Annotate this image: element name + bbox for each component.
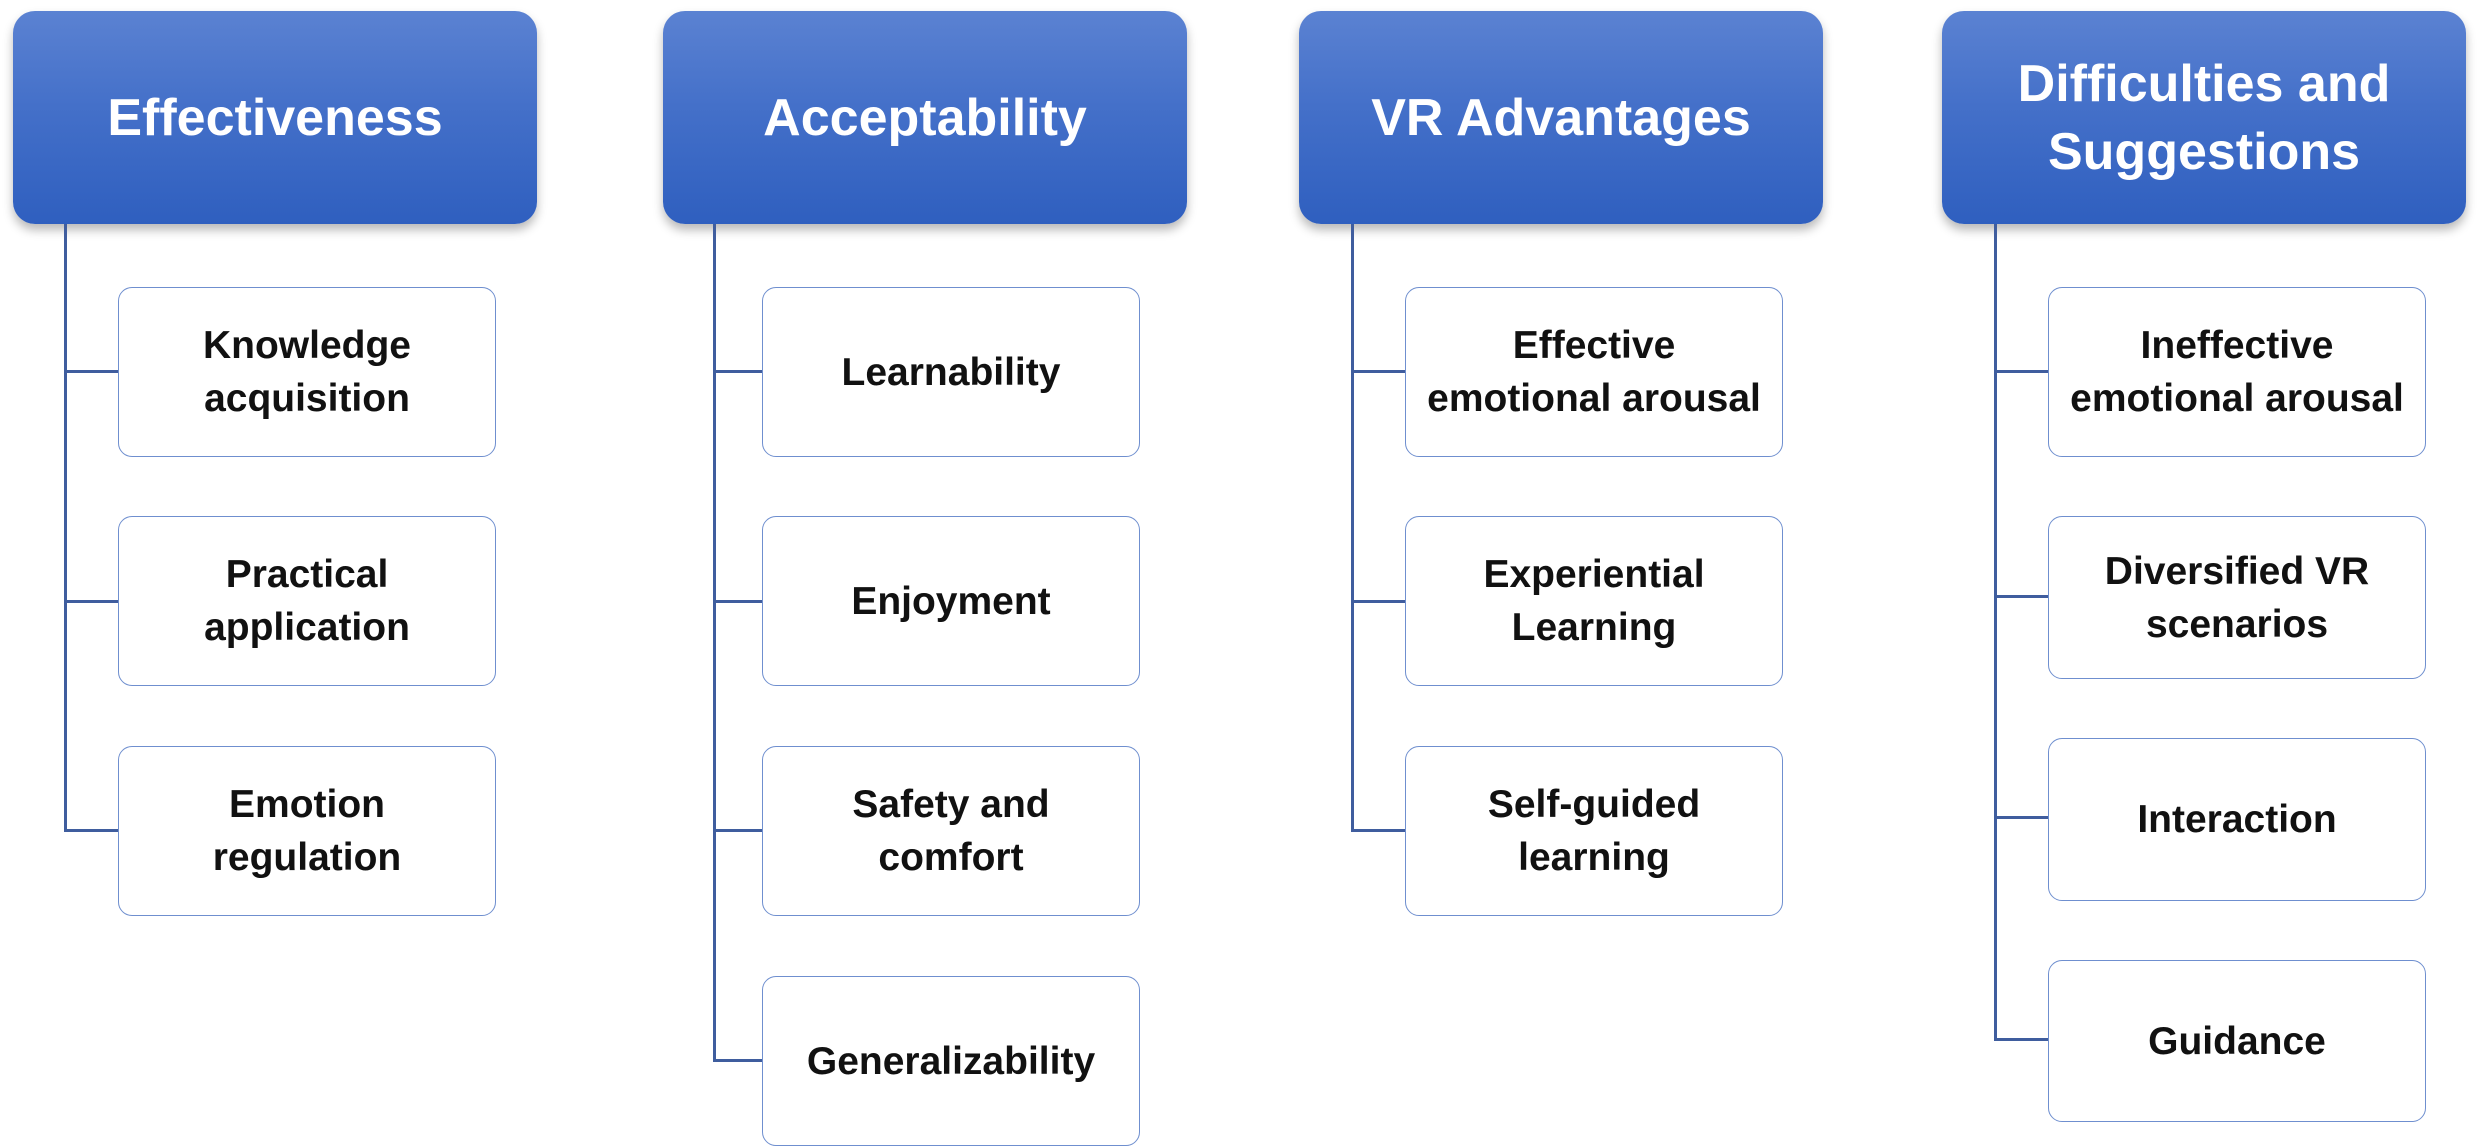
connector-trunk [1351,224,1354,830]
connector-branch [1351,600,1405,603]
connector-trunk [713,224,716,1061]
item-emotion-regulation: Emotion regulation [118,746,496,916]
item-safety-and-comfort: Safety and comfort [762,746,1140,916]
connector-branch [1351,370,1405,373]
item-ineffective-emotional-arousal: Ineffective emotional arousal [2048,287,2426,457]
connector-branch [1994,595,2048,598]
header-label: Acceptability [763,88,1087,147]
header-label: Effectiveness [107,88,443,147]
header-effectiveness: Effectiveness [13,11,537,224]
connector-branch [64,829,118,832]
item-effective-emotional-arousal: Effective emotional arousal [1405,287,1783,457]
item-guidance: Guidance [2048,960,2426,1122]
connector-branch [713,370,762,373]
header-vr-advantages: VR Advantages [1299,11,1823,224]
connector-branch [713,1059,762,1062]
connector-trunk [1994,224,1997,1041]
connector-branch [1351,829,1405,832]
item-enjoyment: Enjoyment [762,516,1140,686]
item-experiential-learning: Experiential Learning [1405,516,1783,686]
connector-branch [713,829,762,832]
item-self-guided-learning: Self-guided learning [1405,746,1783,916]
connector-trunk [64,224,67,830]
item-diversified-vr-scenarios: Diversified VR scenarios [2048,516,2426,679]
item-knowledge-acquisition: Knowledge acquisition [118,287,496,457]
header-acceptability: Acceptability [663,11,1187,224]
item-interaction: Interaction [2048,738,2426,901]
connector-branch [1994,816,2048,819]
item-learnability: Learnability [762,287,1140,457]
header-label: VR Advantages [1371,88,1751,147]
connector-branch [1994,370,2048,373]
connector-branch [1994,1038,2048,1041]
item-generalizability: Generalizability [762,976,1140,1146]
connector-branch [64,370,118,373]
header-label: Difficulties and Suggestions [2017,54,2391,181]
connector-branch [713,600,762,603]
connector-branch [64,600,118,603]
item-practical-application: Practical application [118,516,496,686]
header-difficulties-and-suggestions: Difficulties and Suggestions [1942,11,2466,224]
